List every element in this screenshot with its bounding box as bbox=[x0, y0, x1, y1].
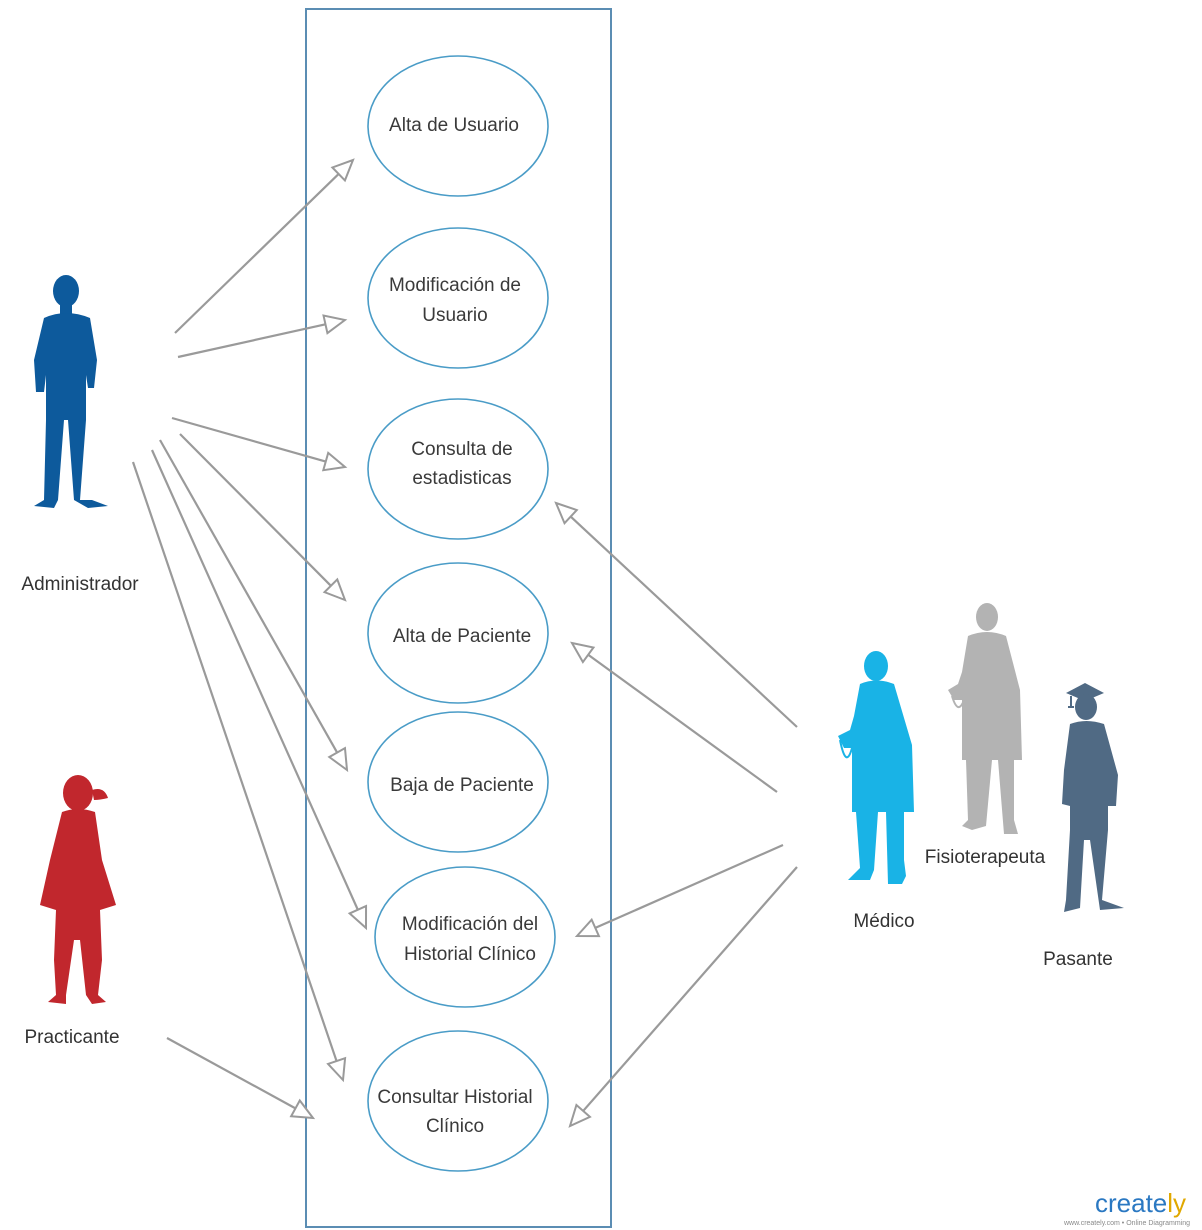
actor-administrador[interactable]: Administrador bbox=[21, 275, 139, 595]
association-arrow-medico-to-alta-paciente bbox=[570, 641, 778, 793]
association-arrow-administrador-to-consulta-estadisticas bbox=[171, 416, 348, 472]
use-case-baja-paciente[interactable]: Baja de Paciente bbox=[367, 711, 549, 853]
use-case-label: Historial Clínico bbox=[404, 944, 536, 965]
association-arrow-practicante-to-consultar-historial bbox=[166, 1037, 316, 1120]
actor-practicante[interactable]: Practicante bbox=[24, 775, 120, 1048]
use-cases: Alta de Usuario Modificación de Usuario … bbox=[367, 55, 556, 1172]
association-arrow-administrador-to-alta-paciente bbox=[179, 433, 347, 602]
association-arrow-administrador-to-modificacion-historial bbox=[150, 449, 368, 931]
use-case-label: estadisticas bbox=[412, 468, 511, 489]
fisioterapeuta-person-icon bbox=[948, 603, 1022, 834]
association-arrow-medico-to-modificacion-historial bbox=[574, 843, 784, 938]
actor-medico[interactable]: Médico bbox=[838, 651, 915, 932]
actor-label: Administrador bbox=[21, 574, 139, 595]
pasante-person-icon bbox=[1062, 683, 1124, 912]
arrowhead-icon bbox=[330, 158, 355, 183]
arrowhead-icon bbox=[574, 917, 601, 938]
arrowhead-icon bbox=[347, 904, 368, 931]
use-case-label: Usuario bbox=[422, 305, 487, 326]
use-case-consultar-historial[interactable]: Consultar Historial Clínico bbox=[367, 1030, 549, 1172]
arrowhead-icon bbox=[326, 1056, 347, 1083]
actor-fisioterapeuta[interactable]: Fisioterapeuta bbox=[925, 603, 1046, 868]
association-line bbox=[131, 461, 338, 1062]
association-line bbox=[159, 439, 339, 754]
association-arrow-medico-to-consulta-estadisticas bbox=[554, 501, 798, 728]
arrowhead-icon bbox=[327, 746, 349, 773]
logo-tagline: www.creately.com • Online Diagramming bbox=[1063, 1220, 1190, 1227]
use-case-label: Consultar Historial bbox=[377, 1087, 532, 1108]
association-line bbox=[177, 323, 326, 359]
association-line bbox=[582, 866, 798, 1112]
use-case-alta-usuario[interactable]: Alta de Usuario bbox=[367, 55, 549, 197]
associations bbox=[131, 158, 798, 1128]
association-arrow-administrador-to-baja-paciente bbox=[159, 439, 349, 773]
arrowhead-icon bbox=[289, 1098, 316, 1120]
logo-text: creately bbox=[1095, 1188, 1186, 1218]
use-case-label: Alta de Paciente bbox=[393, 626, 531, 647]
use-case-label: Modificación del bbox=[402, 914, 538, 935]
arrowhead-icon bbox=[570, 641, 596, 664]
use-case-label: Alta de Usuario bbox=[389, 115, 519, 136]
arrowhead-icon bbox=[322, 314, 348, 335]
association-line bbox=[171, 416, 327, 463]
actor-label: Médico bbox=[853, 911, 914, 932]
actor-label: Pasante bbox=[1043, 949, 1113, 970]
actor-label: Practicante bbox=[24, 1027, 119, 1048]
arrowhead-icon bbox=[321, 451, 348, 472]
association-arrow-medico-to-consultar-historial bbox=[568, 866, 798, 1128]
use-case-alta-paciente[interactable]: Alta de Paciente bbox=[367, 562, 549, 704]
use-case-label: Consulta de bbox=[411, 439, 512, 460]
use-case-label: Baja de Paciente bbox=[390, 775, 534, 796]
actor-pasante[interactable]: Pasante bbox=[1043, 683, 1124, 970]
association-line bbox=[569, 515, 798, 728]
arrowhead-icon bbox=[322, 577, 347, 602]
arrowhead-icon bbox=[568, 1103, 592, 1128]
association-line bbox=[594, 843, 784, 929]
use-case-modificacion-usuario[interactable]: Modificación de Usuario bbox=[367, 227, 549, 369]
association-line bbox=[174, 173, 340, 334]
association-line bbox=[150, 449, 359, 911]
medico-person-icon bbox=[838, 651, 914, 884]
practicante-person-icon bbox=[40, 775, 116, 1004]
use-case-modificacion-historial[interactable]: Modificación del Historial Clínico bbox=[374, 866, 556, 1008]
association-arrow-administrador-to-alta-usuario bbox=[174, 158, 355, 334]
association-arrow-administrador-to-modificacion-usuario bbox=[177, 314, 348, 359]
association-line bbox=[587, 653, 778, 793]
system-boundary bbox=[305, 8, 612, 1228]
arrowhead-icon bbox=[554, 501, 579, 526]
use-case-label: Modificación de bbox=[389, 275, 521, 296]
use-case-consulta-estadisticas[interactable]: Consulta de estadisticas bbox=[367, 398, 549, 540]
use-case-label: Clínico bbox=[426, 1116, 484, 1137]
actor-label: Fisioterapeuta bbox=[925, 847, 1046, 868]
association-line bbox=[179, 433, 332, 587]
administrador-person-icon bbox=[34, 275, 108, 508]
creately-logo: creately www.creately.com • Online Diagr… bbox=[1063, 1188, 1190, 1227]
association-arrow-administrador-to-consultar-historial bbox=[131, 461, 347, 1083]
association-line bbox=[166, 1037, 296, 1110]
